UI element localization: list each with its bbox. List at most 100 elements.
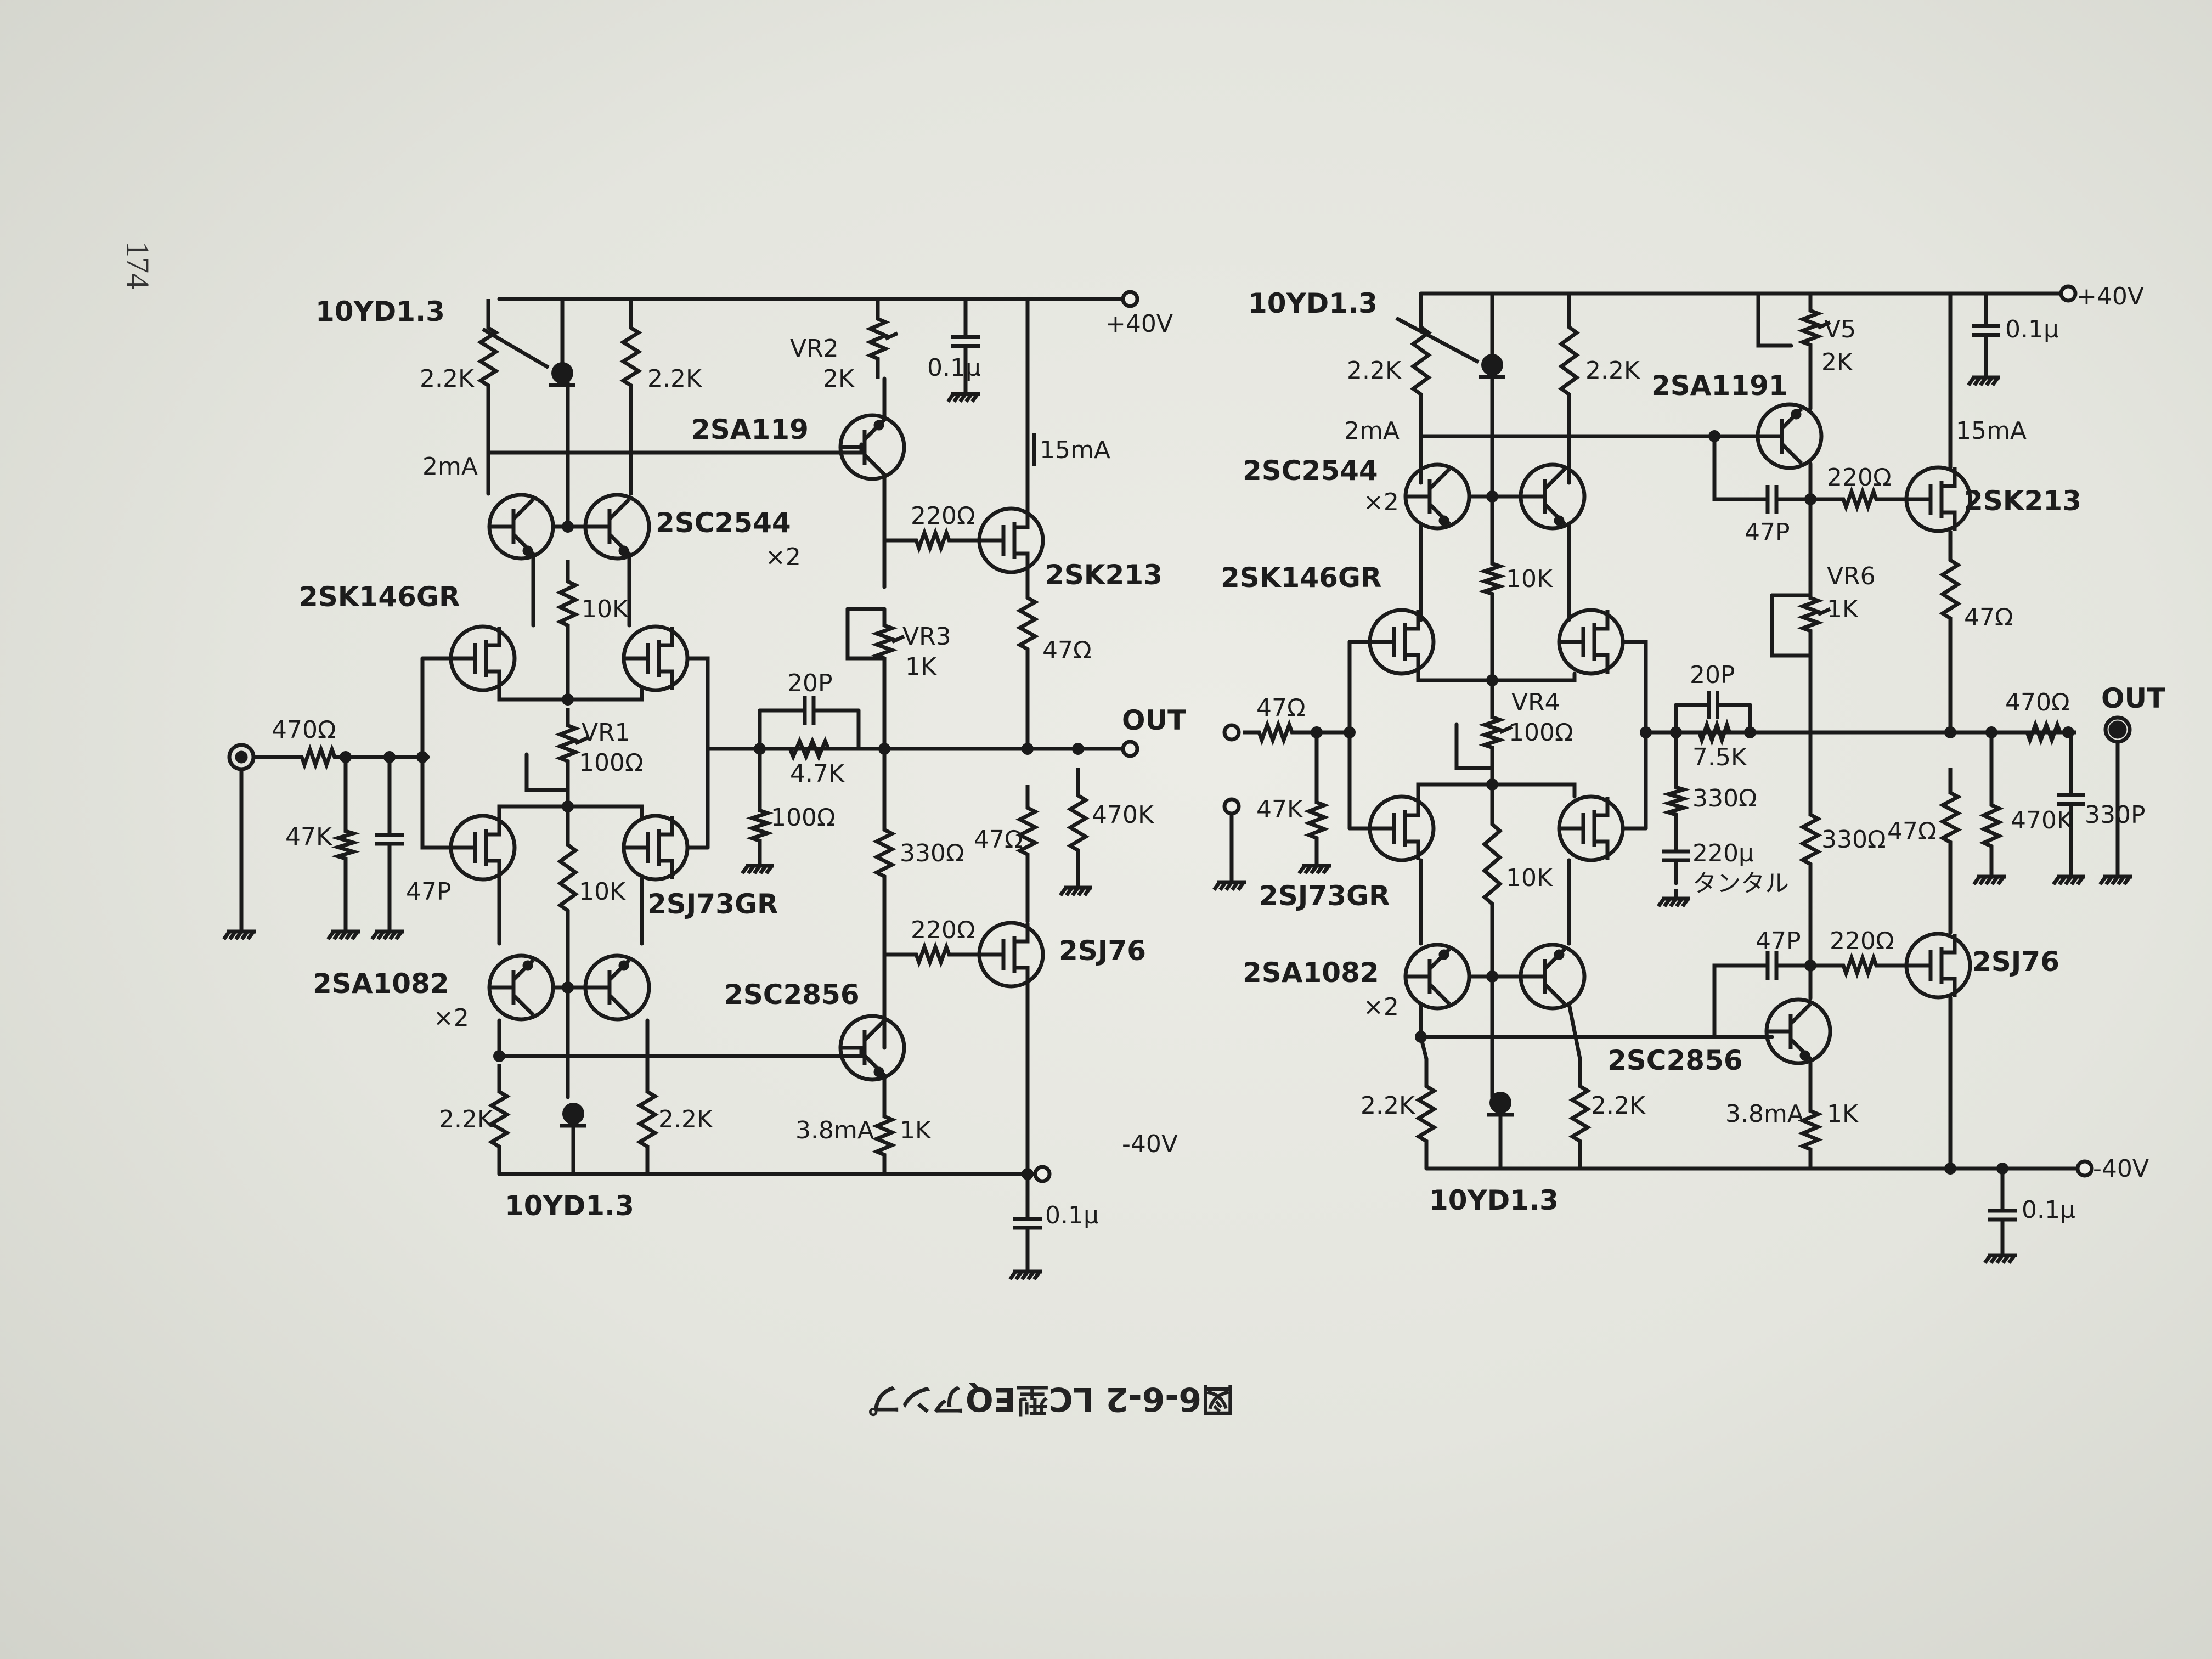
npn-transistor-icon [863,1019,886,1042]
npn-transistor-icon [522,545,533,556]
ground-icon [1071,886,1080,897]
supply-negative-label: -40V [2093,1155,2149,1183]
resistor-icon [1015,572,1040,675]
ground-icon [1020,1270,1029,1281]
pnp-driver-label: 2SA119 [691,414,809,445]
resistor-icon [1797,1092,1824,1169]
p-jfet-icon [659,859,674,879]
junction-dot [754,743,766,755]
resistor-icon [871,609,898,675]
junction-dot [1985,726,1997,738]
potentiometer-icon [1817,607,1831,617]
pnp-transistor-icon [1780,442,1803,465]
resistor-icon [1410,294,1432,428]
ground-icon [382,930,391,941]
resistor-icon [1661,774,1691,828]
pnp-pair-label: 2SA1082 [313,968,449,1000]
resistor-icon [1827,486,1893,513]
ground-icon [1008,1270,1017,1281]
resistor-icon [1015,785,1040,878]
feedback-shunt-label: 100Ω [771,804,836,832]
ref-diode-label: 10YD1.3 [1248,287,1378,319]
ground-icon [1231,881,1239,891]
resistor-icon [1478,549,1506,609]
resistor-label: 10K [1506,565,1553,593]
junction-dot [1996,1163,2008,1175]
npn-transistor-icon [1789,1002,1812,1025]
resistor-icon [900,527,966,554]
n-jfet-icon [1405,653,1420,674]
ground-icon [1316,864,1324,875]
ground-icon [376,930,385,941]
ground-icon [2052,875,2061,886]
feedback-elcap-label: 220μ [1692,839,1754,867]
resistor-icon [331,817,360,872]
potentiometer-icon [1817,320,1831,330]
output-terminal [1121,740,1139,758]
zener-diode-icon [1489,1092,1511,1114]
current-label: 2mA [1344,417,1400,445]
resistor-icon [1798,790,1822,889]
pnp-driver-label: 2SA1191 [1651,370,1788,402]
output-label: OUT [1122,704,1186,736]
n-mosfet-icon [1014,509,1030,529]
ground-icon [1681,897,1690,908]
feedback-cap-label: 20P [1690,661,1735,689]
resistor-icon [1243,719,1308,746]
vr1-label: VR1 [582,719,630,747]
supply-negative-label: -40V [1122,1130,1178,1158]
p-mosfet-icon [1014,923,1030,944]
npn-transistor-icon [873,1066,884,1077]
resistor-icon [1568,1059,1592,1169]
vr2-value-label: 2K [823,365,855,393]
pnp-transistor-icon [1428,983,1451,1006]
resistor-label: 2.2K [658,1105,713,1133]
ground-icon [1304,864,1312,875]
resistor-icon [1415,1059,1438,1169]
ground-icon [1985,376,1994,387]
ground-icon [2058,875,2067,886]
vr1-value-label: 100Ω [579,749,644,777]
vr6-label: VR6 [1827,562,1876,590]
n-mosfet-icon [1942,467,1957,488]
wire [420,656,452,850]
ground-icon [1322,864,1330,875]
resistor-label: 330Ω [1821,826,1886,854]
junction-dot [1744,726,1756,738]
resistor-icon [871,1097,898,1174]
npn-transistor-icon [1543,467,1566,490]
ref-diode-label: 10YD1.3 [505,1190,634,1222]
junction-dot [1486,674,1498,686]
bypass-cap-label: 0.1μ [1045,1201,1099,1229]
ground-icon [351,930,359,941]
output-resistor-label: 470Ω [2005,689,2070,716]
figure-caption: 図6-6-2 LC型EQアンプ [869,1380,1234,1418]
p-jfet-icon [1405,797,1420,817]
p-jfet-icon [486,816,501,837]
resistor-label: 2.2K [439,1105,494,1133]
resistor-icon [1066,768,1090,878]
ground-icon [2117,875,2125,886]
comp-cap-label: 47P [1745,518,1790,546]
jfet-n-label: 2SK146GR [1221,562,1381,594]
n-jfet-icon [486,627,501,647]
resistor-icon [746,795,774,856]
multiplier-label: ×2 [1363,488,1399,516]
resistor-label: 330Ω [900,839,964,867]
junction-dot [1944,726,1956,738]
input-resistor-label: 47Ω [1256,694,1306,722]
wire [524,752,570,792]
vr2-label: VR2 [790,335,839,363]
current-label: 15mA [1956,417,2027,445]
resistor-icon [636,1064,659,1174]
resistor-label: 2.2K [1591,1092,1646,1120]
ground-icon [2111,875,2119,886]
p-jfet-icon [1594,839,1610,860]
wire [1454,722,1494,770]
junction-dot [1344,726,1356,738]
ground-icon [2123,875,2131,886]
p-mosfet-icon [1942,934,1957,955]
ground-icon [2007,1254,2016,1265]
supply-negative-terminal [1033,1165,1052,1183]
ground-icon [759,864,768,875]
